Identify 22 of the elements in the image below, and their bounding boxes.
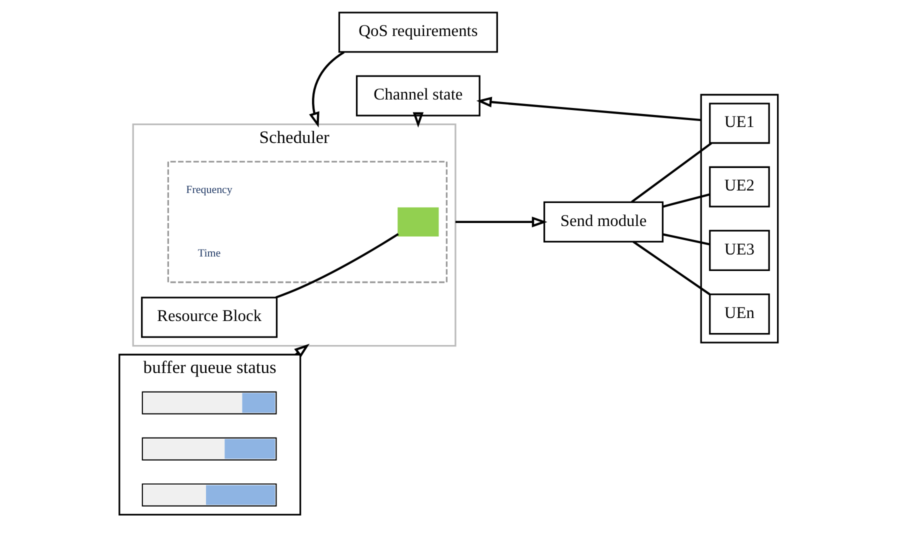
arrow [455, 216, 548, 228]
node-box: Send module [543, 201, 664, 242]
connector [662, 193, 710, 208]
node-box: UE3 [709, 230, 770, 272]
connector [662, 233, 710, 246]
node-box: UE2 [709, 166, 770, 208]
node-box: Resource Block [141, 296, 278, 338]
cluster [700, 94, 779, 344]
connector [632, 240, 710, 296]
cluster [167, 160, 448, 284]
arrow [476, 96, 702, 122]
node-box: UE1 [709, 102, 770, 144]
node-box [398, 207, 439, 236]
label: Time [198, 247, 221, 260]
cluster: buffer queue status [118, 354, 302, 516]
connector [275, 233, 399, 298]
label: Frequency [186, 184, 232, 196]
connector [631, 142, 712, 203]
arrow [412, 112, 424, 128]
node-box: QoS requirements [338, 12, 498, 53]
node-box: UEn [709, 294, 770, 335]
arrow [309, 51, 345, 128]
